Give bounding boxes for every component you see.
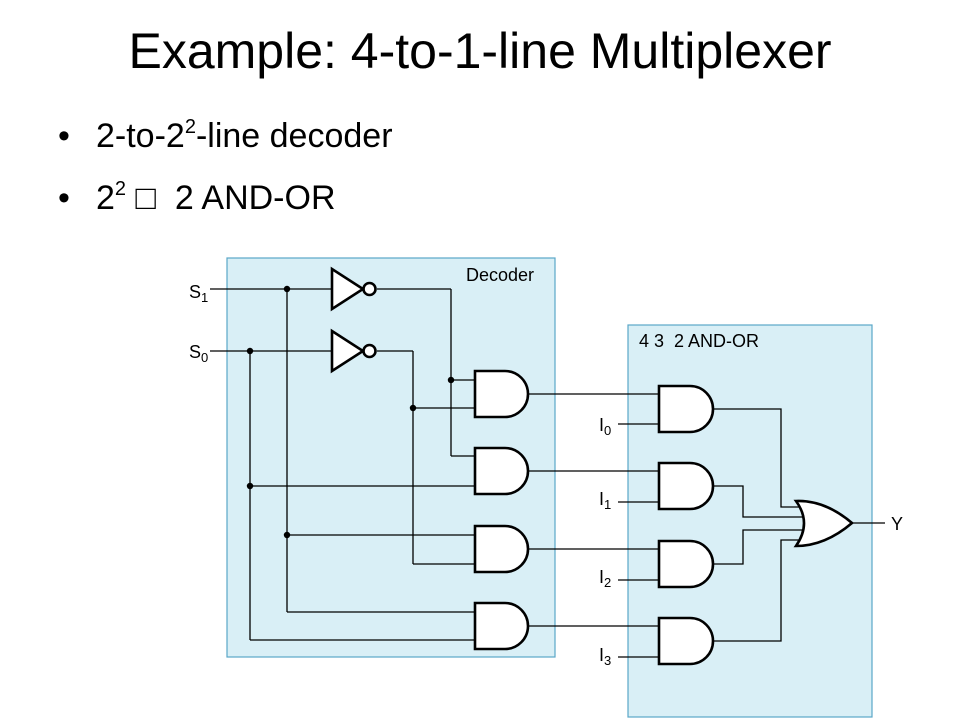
decoder-label: Decoder [466, 265, 534, 285]
and-or-and-gate-3 [657, 616, 715, 666]
bullet-item-and-or: •22 □ 2 AND-OR [58, 174, 393, 236]
wires [210, 288, 885, 658]
data-input-label-i0: I0 [599, 415, 611, 438]
data-input-label-i3: I3 [599, 645, 611, 668]
junction-dots [246, 285, 455, 539]
bullet-dot: • [58, 117, 70, 155]
bullet-dot: • [58, 179, 70, 217]
slide-title: Example: 4-to-1-line Multiplexer [128, 23, 832, 79]
decoder-and-gate-1 [473, 446, 530, 496]
bullet-list: •2-to-22-line decoder •22 □ 2 AND-OR [58, 112, 393, 236]
and-or-and-gate-2 [657, 539, 715, 589]
output-label-y: Y [891, 514, 903, 534]
decoder-and-gate-2 [473, 524, 530, 574]
bullet-item-decoder: •2-to-22-line decoder [58, 112, 393, 174]
or-gate [793, 499, 855, 548]
not-gate-s1 [330, 266, 377, 312]
data-input-label-i2: I2 [599, 567, 611, 590]
not-gate-s0 [330, 328, 377, 374]
decoder-and-gate-3 [473, 601, 530, 651]
and-or-and-gate-1 [657, 461, 715, 511]
select-input-label-s1: S1 [189, 282, 208, 305]
data-input-label-i1: I1 [599, 489, 611, 512]
decoder-and-gate-0 [473, 369, 530, 419]
and-or-label: 4 3 2 AND-OR [639, 331, 759, 351]
and-or-and-gate-0 [657, 384, 715, 434]
select-input-label-s0: S0 [189, 342, 208, 365]
